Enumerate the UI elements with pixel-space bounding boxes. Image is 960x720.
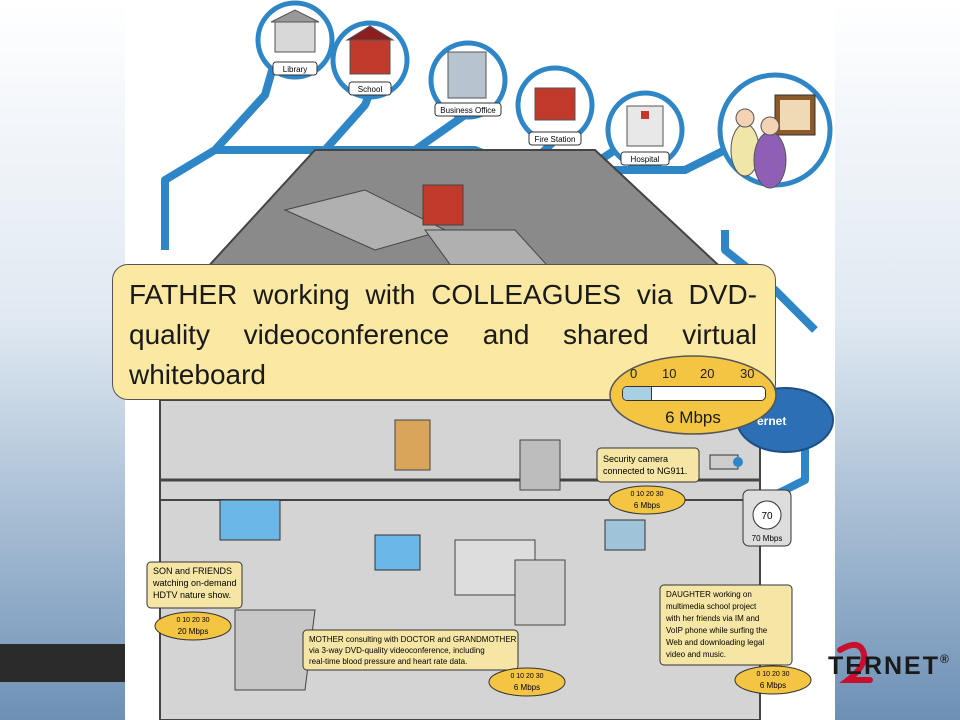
svg-text:Security camera: Security camera xyxy=(603,454,668,464)
svg-text:70: 70 xyxy=(761,511,773,522)
svg-text:0 10 20 30: 0 10 20 30 xyxy=(510,673,543,680)
house-illustration-svg: Library School Business Office Fire Stat… xyxy=(146,0,834,720)
svg-text:video and music.: video and music. xyxy=(666,650,726,659)
thermostat: 70 70 Mbps xyxy=(742,489,792,547)
svg-text:with her friends via IM and: with her friends via IM and xyxy=(665,614,759,623)
svg-text:0 10 20 30: 0 10 20 30 xyxy=(176,617,209,624)
note-mother: MOTHER consulting with DOCTOR and GRANDM… xyxy=(302,629,566,697)
footer-dark-band xyxy=(0,644,125,682)
svg-text:SON and FRIENDS: SON and FRIENDS xyxy=(153,566,232,576)
svg-text:connected to NG911.: connected to NG911. xyxy=(603,466,687,476)
svg-text:6 Mbps: 6 Mbps xyxy=(514,683,540,692)
svg-text:6 Mbps: 6 Mbps xyxy=(760,681,786,690)
grandparents-circle xyxy=(717,72,833,189)
building-library: Library xyxy=(255,0,335,80)
svg-text:DAUGHTER working on: DAUGHTER working on xyxy=(666,590,752,599)
gauge-value-label: 6 Mbps xyxy=(665,408,721,427)
svg-text:Library: Library xyxy=(283,65,307,74)
svg-text:watching on-demand: watching on-demand xyxy=(152,578,237,588)
svg-text:Hospital: Hospital xyxy=(631,155,660,164)
note-daughter: DAUGHTER working on multimedia school pr… xyxy=(659,584,812,695)
svg-text:6 Mbps: 6 Mbps xyxy=(634,501,660,510)
building-school: School xyxy=(330,20,410,100)
svg-text:multimedia school project: multimedia school project xyxy=(666,602,757,611)
gauge-bar xyxy=(622,386,766,401)
home-network-illustration: Library School Business Office Fire Stat… xyxy=(125,0,835,720)
svg-text:Web and downloading legal: Web and downloading legal xyxy=(666,638,764,647)
bandwidth-gauge: 0 10 20 30 6 Mbps xyxy=(608,354,778,436)
building-business-office: Business Office xyxy=(428,40,508,120)
gauge-tick: 20 xyxy=(700,366,715,381)
building-hospital: Hospital xyxy=(605,90,685,170)
svg-text:0 10 20 30: 0 10 20 30 xyxy=(756,671,789,678)
note-son: SON and FRIENDS watching on-demand HDTV … xyxy=(146,561,243,641)
gauge-bar-fill xyxy=(623,387,653,400)
svg-text:VoIP phone while surfing the: VoIP phone while surfing the xyxy=(666,626,768,635)
building-fire-station: Fire Station xyxy=(515,65,595,146)
svg-text:HDTV nature show.: HDTV nature show. xyxy=(153,590,231,600)
svg-text:MOTHER consulting with DOCTOR: MOTHER consulting with DOCTOR and GRANDM… xyxy=(309,635,517,644)
gauge-tick: 0 xyxy=(630,366,638,381)
gauge-ticks: 0 10 20 30 xyxy=(630,366,758,382)
gauge-tick: 30 xyxy=(740,366,755,381)
slide-background-left xyxy=(0,0,125,720)
svg-text:Fire Station: Fire Station xyxy=(535,135,576,144)
svg-text:20 Mbps: 20 Mbps xyxy=(178,627,209,636)
svg-text:70 Mbps: 70 Mbps xyxy=(752,534,783,543)
internet2-logo-mark xyxy=(837,641,873,683)
svg-text:via 3-way DVD-quality videocon: via 3-way DVD-quality videoconference, i… xyxy=(309,646,485,655)
internet2-logo-text: TERNET® xyxy=(828,652,951,680)
note-security: Security camera connected to NG911. 0 10… xyxy=(596,447,700,515)
svg-text:Business Office: Business Office xyxy=(440,106,496,115)
svg-text:0 10 20 30: 0 10 20 30 xyxy=(630,491,663,498)
security-camera xyxy=(709,454,743,470)
svg-text:School: School xyxy=(358,85,383,94)
callout-text: FATHER working with COLLEAGUES via DVD-q… xyxy=(129,279,757,390)
slide-background-right xyxy=(835,0,960,720)
svg-text:real-time blood pressure and h: real-time blood pressure and heart rate … xyxy=(309,657,467,666)
gauge-tick: 10 xyxy=(662,366,677,381)
svg-text:ernet: ernet xyxy=(757,414,786,428)
